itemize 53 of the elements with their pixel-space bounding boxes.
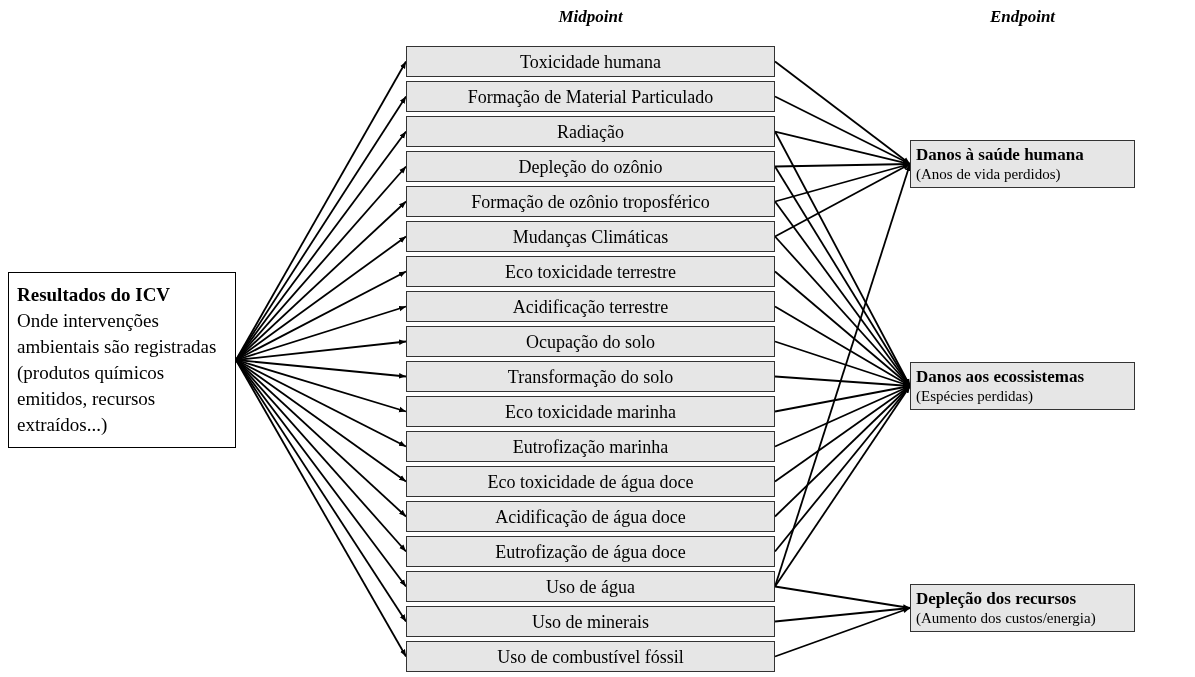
- category-label: Eco toxicidade de água doce: [487, 472, 694, 491]
- category-label: Formação de ozônio troposférico: [471, 192, 710, 211]
- box-heading: Danos à saúde humana: [916, 144, 1085, 165]
- arrow: [774, 607, 911, 658]
- endpoint-box: [910, 362, 1135, 410]
- midpoint-box: [406, 256, 775, 287]
- category-label: Radiação: [557, 122, 624, 141]
- midpoint-box: [406, 186, 775, 217]
- column-heading: Endpoint: [989, 6, 1056, 28]
- midpoint-box: [406, 116, 775, 147]
- category-label: Eco toxicidade marinha: [505, 402, 676, 421]
- category-label: Depleção do ozônio: [518, 157, 663, 176]
- endpoint-box: [910, 140, 1135, 188]
- box-heading: Danos aos ecossistemas: [916, 366, 1086, 387]
- box-description: (Anos de vida perdidos): [916, 165, 1062, 184]
- midpoint-box: [406, 396, 775, 427]
- midpoint-box: [406, 81, 775, 112]
- midpoint-box: [406, 571, 775, 602]
- midpoint-box: [406, 501, 775, 532]
- midpoint-box: [406, 536, 775, 567]
- midpoint-box: [406, 46, 775, 77]
- category-label: Formação de Material Particulado: [467, 87, 714, 106]
- category-label: Acidificação de água doce: [495, 507, 686, 526]
- box-heading: Depleção dos recursos: [916, 588, 1078, 609]
- source-box: [8, 272, 236, 448]
- midpoint-box: [406, 641, 775, 672]
- arrow: [774, 605, 911, 623]
- midpoint-box: [406, 291, 775, 322]
- category-label: Transformação do solo: [507, 367, 674, 386]
- midpoint-box: [406, 151, 775, 182]
- midpoint-box: [406, 221, 775, 252]
- column-heading: Midpoint: [558, 6, 623, 28]
- midpoint-box: [406, 466, 775, 497]
- box-description: (Aumento dos custos/energia): [916, 609, 1097, 628]
- midpoint-box: [406, 431, 775, 462]
- midpoint-box: [406, 606, 775, 637]
- category-label: Mudanças Climáticas: [512, 227, 669, 246]
- midpoint-box: [406, 361, 775, 392]
- midpoint-box: [406, 326, 775, 357]
- category-label: Eco toxicidade terrestre: [505, 262, 676, 281]
- category-label: Ocupação do solo: [526, 332, 655, 351]
- category-label: Acidificação terrestre: [512, 297, 669, 316]
- category-label: Eutrofização de água doce: [495, 542, 686, 561]
- box-description: (Espécies perdidas): [916, 387, 1035, 406]
- category-label: Uso de minerais: [532, 612, 649, 631]
- category-label: Eutrofização marinha: [512, 437, 669, 456]
- box-heading: Resultados do ICV: [17, 283, 172, 307]
- arrow: [774, 163, 911, 238]
- category-label: Uso de água: [546, 577, 635, 596]
- box-description: Onde intervenções ambientais são registradas (produtos químicos emitidos, recursos extraídos...): [17, 309, 218, 437]
- category-label: Toxicidade humana: [519, 52, 662, 71]
- endpoint-box: [910, 584, 1135, 632]
- category-label: Uso de combustível fóssil: [497, 647, 684, 666]
